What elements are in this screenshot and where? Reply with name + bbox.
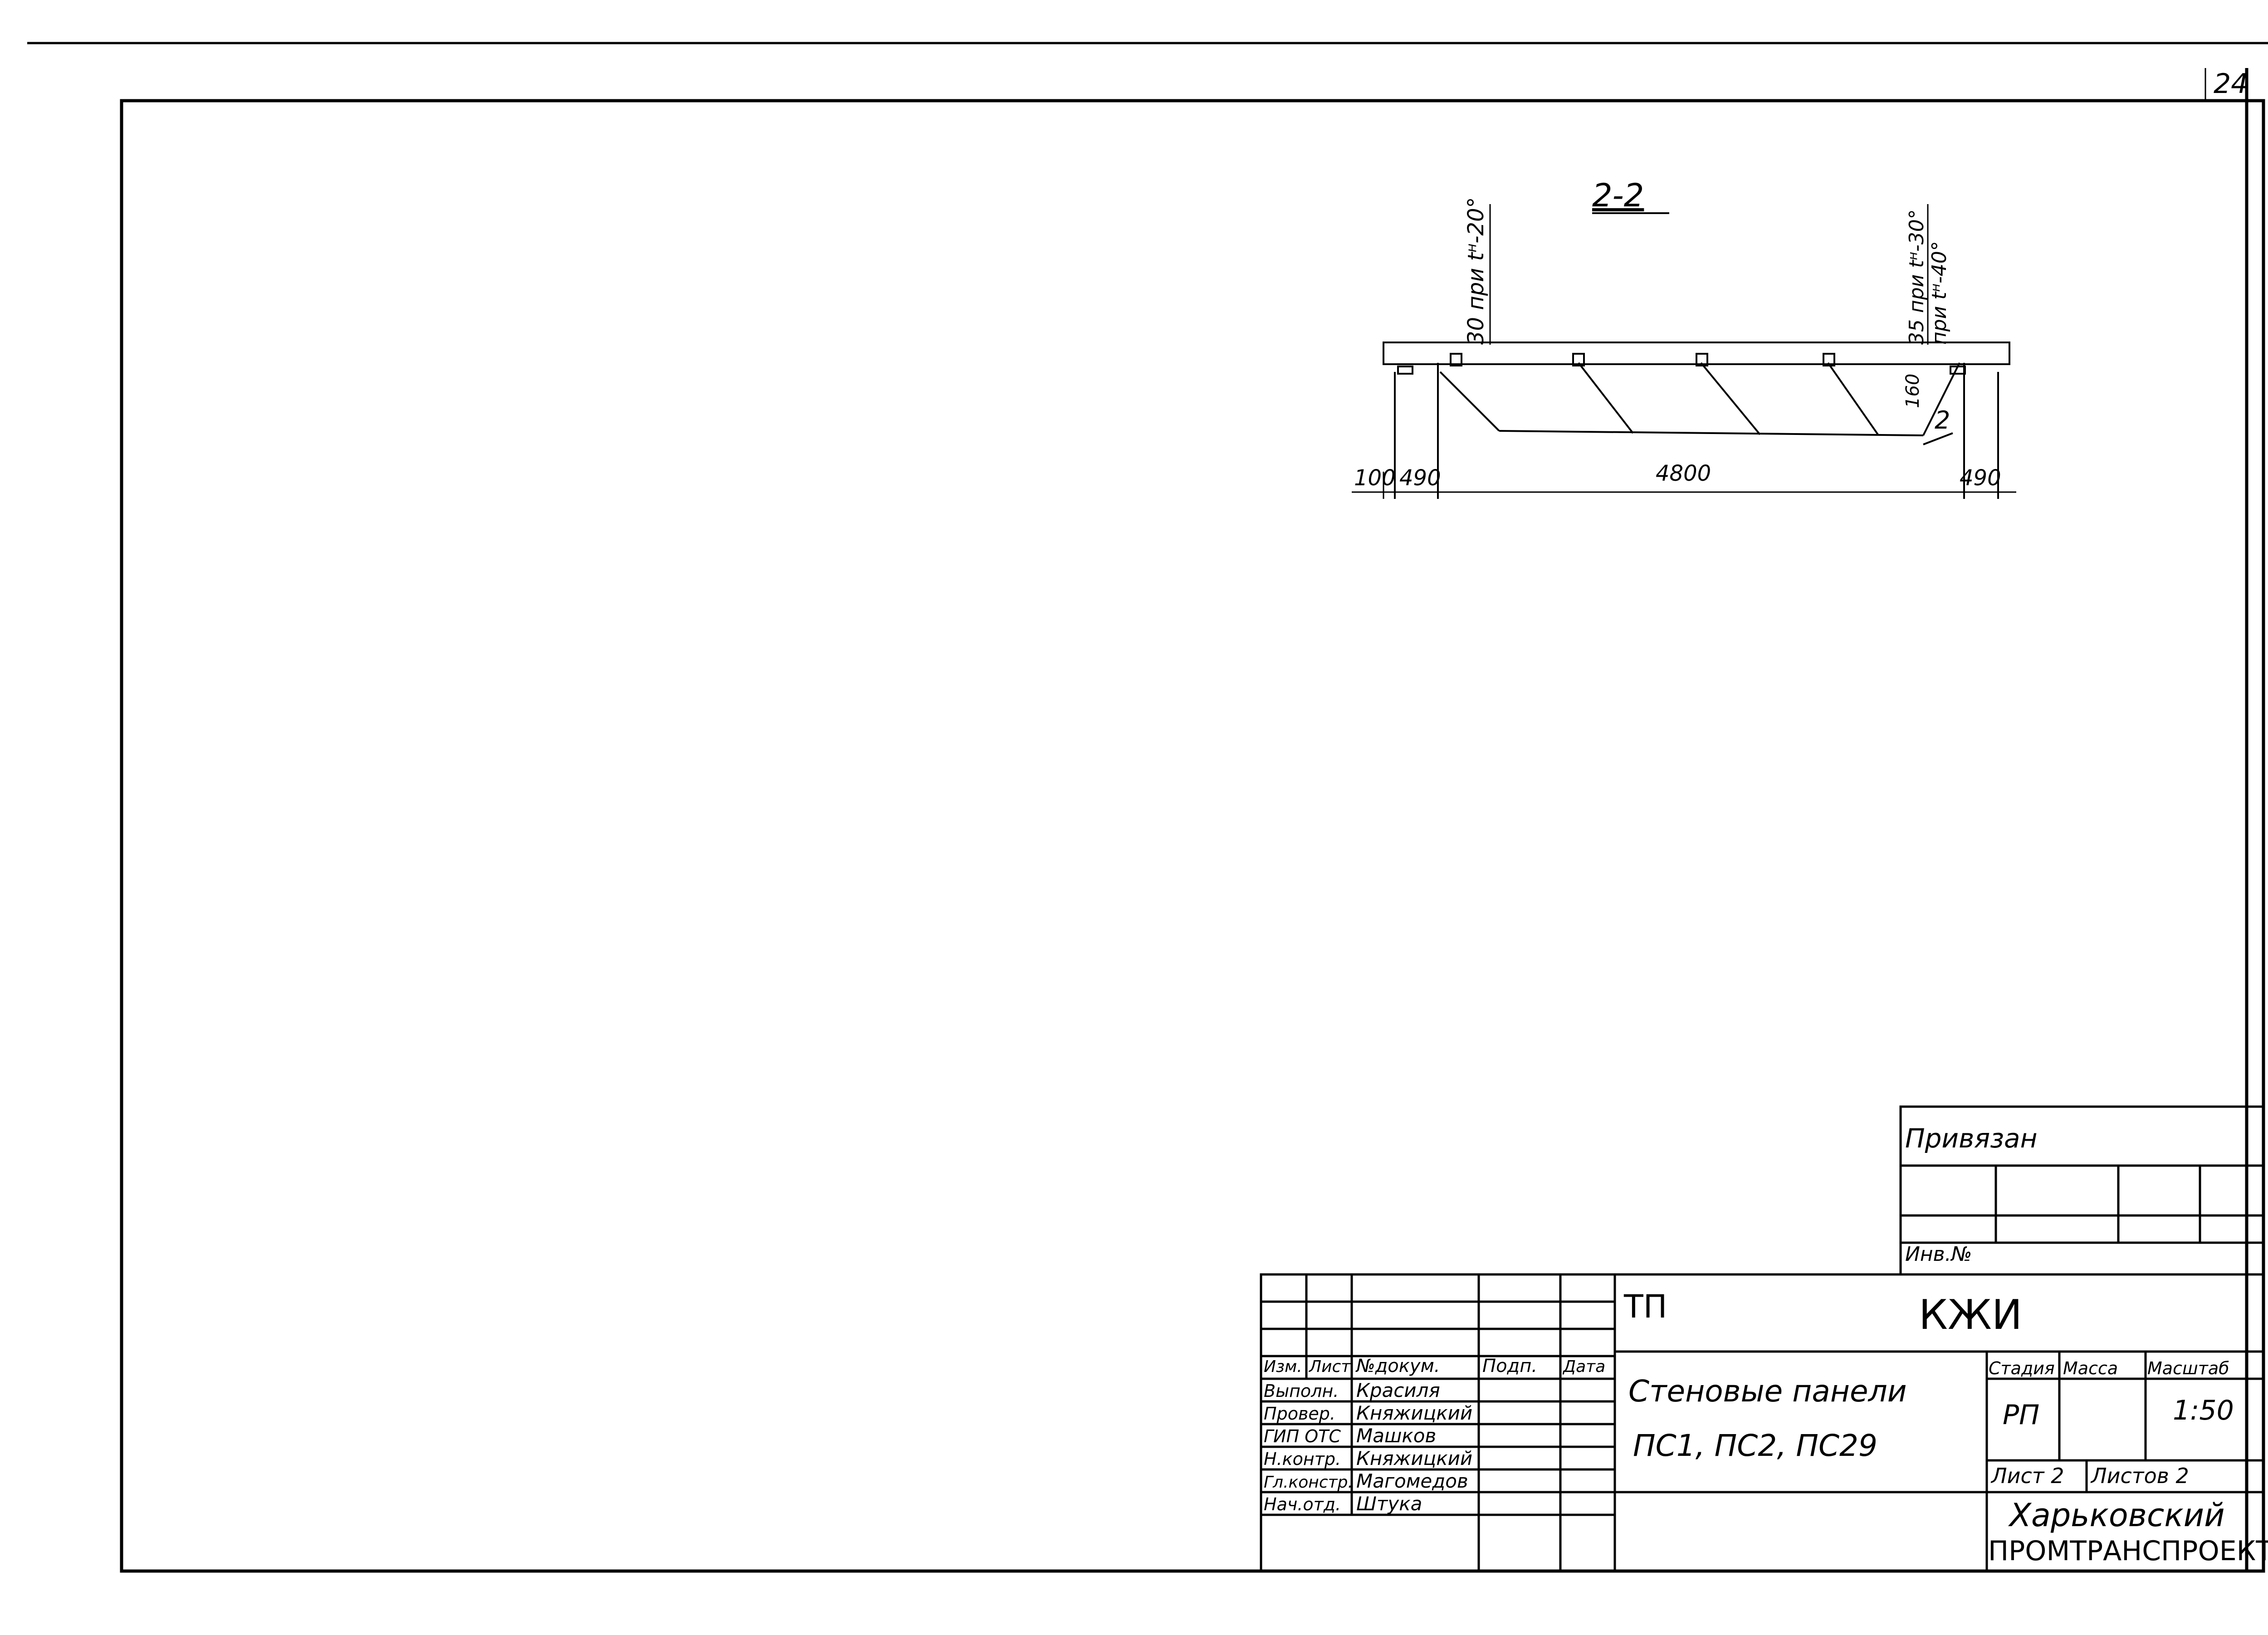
name-glkonstr: Магомедов	[1356, 1470, 1468, 1492]
section-2-2: 2-2 2 100 4	[1352, 177, 2016, 499]
dim-160: 160	[1902, 374, 1923, 408]
role-glkonstr: Гл.констр.	[1264, 1473, 1353, 1492]
col-sign: Подп.	[1482, 1356, 1537, 1376]
col-izm: Изм.	[1264, 1357, 1302, 1376]
name-vypoln: Красиля	[1356, 1379, 1440, 1401]
name-prover: Княжицкий	[1356, 1402, 1472, 1424]
org-line1: Харьковский	[2008, 1497, 2225, 1534]
scale-value: 1:50	[2173, 1395, 2234, 1426]
col-list: Лист	[1308, 1357, 1351, 1376]
role-prover: Провер.	[1264, 1404, 1335, 1424]
tp-code: ТП	[1623, 1288, 1667, 1325]
privyazan-label: Привязан	[1905, 1123, 2038, 1154]
dim-490-left: 490	[1399, 465, 1441, 491]
org-line2: ПРОМТРАНСПРОЕКТ	[1988, 1535, 2268, 1567]
title-block: Привязан Инв.№ ТП КЖИ Стеновые панели ПС…	[1260, 1105, 2268, 1572]
dim-4800: 4800	[1656, 461, 1711, 486]
role-nkontr: Н.контр.	[1264, 1449, 1341, 1469]
callout-2: 2	[1935, 406, 1950, 434]
dim-490-right: 490	[1960, 465, 2001, 491]
name-gip: Машков	[1356, 1425, 1436, 1447]
col-date: Дата	[1562, 1357, 1605, 1376]
mass-label: Масса	[2063, 1358, 2118, 1378]
stage-label: Стадия	[1989, 1358, 2055, 1378]
name-nkontr: Княжицкий	[1356, 1447, 1472, 1469]
inv-no-label: Инв.№	[1905, 1243, 1972, 1266]
dim-100: 100	[1354, 465, 1396, 491]
dim-35-annotation-a: 35 при tн-30°	[1905, 209, 1928, 345]
sheet-number: 24	[2214, 68, 2248, 100]
section-2-2-outline	[1383, 342, 2010, 499]
dim-35-annotation-b: при tн-40°	[1928, 241, 1951, 345]
project-code: КЖИ	[1919, 1291, 2022, 1339]
role-nachotd: Нач.отд.	[1264, 1494, 1341, 1514]
role-vypoln: Выполн.	[1264, 1381, 1339, 1401]
stage-value: РП	[2003, 1399, 2039, 1431]
scale-label: Масштаб	[2147, 1358, 2229, 1378]
title-line2: ПС1, ПС2, ПС29	[1633, 1428, 1877, 1463]
sheets-label: Листов 2	[2090, 1464, 2189, 1488]
col-doc: №докум.	[1355, 1356, 1440, 1376]
section-2-2-title: 2-2	[1592, 177, 1644, 214]
sheet-label: Лист 2	[1990, 1464, 2064, 1488]
dim-30-annotation: 30 при tн-20°	[1463, 197, 1489, 345]
role-gip: ГИП ОТС	[1264, 1426, 1341, 1446]
sheet-frame	[27, 42, 2268, 1573]
section-2-2-bottom-dims	[1352, 472, 2016, 499]
title-line1: Стеновые панели	[1628, 1374, 1907, 1409]
name-nachotd: Штука	[1356, 1493, 1422, 1515]
